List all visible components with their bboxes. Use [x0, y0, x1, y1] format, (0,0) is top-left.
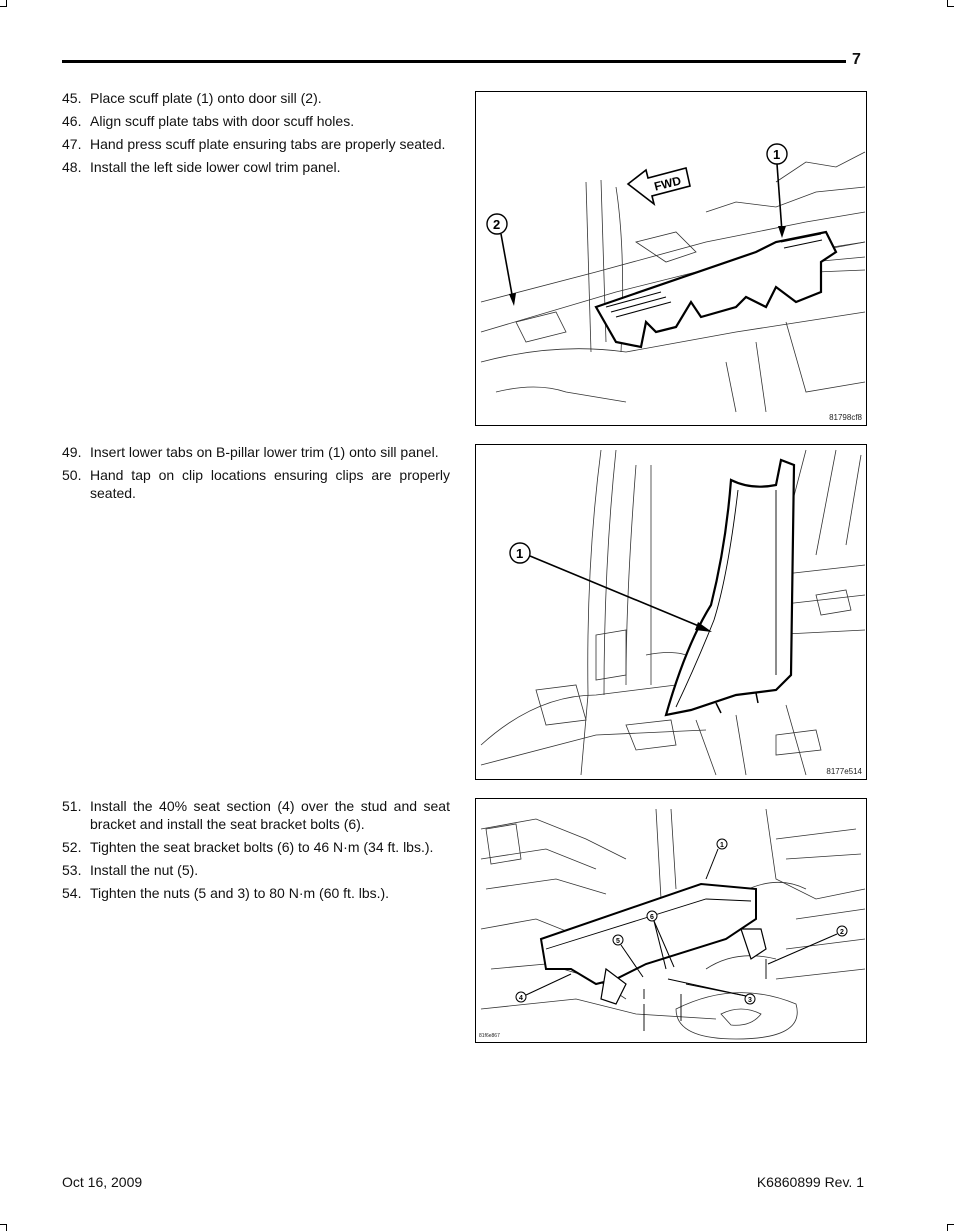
step-text: Hand tap on clip locations ensuring clip… [90, 467, 450, 501]
callout-2-circle [486, 213, 508, 235]
callout-2-label: 2 [840, 929, 844, 936]
step-item: 52. Tighten the seat bracket bolts (6) to… [62, 838, 450, 856]
figure-b-pillar-trim: 1 8177e514 [475, 444, 867, 780]
b-pillar-illustration: 1 [480, 449, 866, 776]
page-number: 7 [852, 51, 861, 68]
step-number: 52. [62, 839, 82, 855]
step-text: Install the 40% seat section (4) over th… [90, 798, 450, 832]
footer-date: Oct 16, 2009 [62, 1174, 143, 1190]
step-number: 50. [62, 467, 82, 483]
callout-6-label: 6 [650, 914, 654, 921]
step-number: 49. [62, 444, 82, 460]
step-number: 47. [62, 136, 82, 152]
step-item: 45. Place scuff plate (1) onto door sill … [62, 89, 450, 107]
step-text: Align scuff plate tabs with door scuff h… [90, 113, 355, 129]
step-number: 51. [62, 798, 82, 814]
step-item: 48. Install the left side lower cowl trim… [62, 158, 450, 176]
step-item: 47. Hand press scuff plate ensuring tabs … [62, 135, 450, 153]
step-item: 46. Align scuff plate tabs with door scuf… [62, 112, 450, 130]
step-text: Insert lower tabs on B-pillar lower trim… [90, 444, 439, 460]
step-number: 46. [62, 113, 82, 129]
step-text: Tighten the nuts (5 and 3) to 80 N·m (60… [90, 885, 390, 901]
scuff-plate-illustration: FWD 1 2 [480, 143, 866, 413]
step-text: Install the left side lower cowl trim pa… [90, 159, 341, 175]
step-text: Hand press scuff plate ensuring tabs are… [90, 136, 446, 152]
step-number: 53. [62, 862, 82, 878]
footer-document-number: K6860899 Rev. 1 [756, 1174, 864, 1190]
step-item: 54. Tighten the nuts (5 and 3) to 80 N·m … [62, 884, 450, 902]
step-list-3: 51. Install the 40% seat section (4) over… [62, 797, 450, 907]
callout-5-label: 5 [616, 938, 620, 945]
figure-id: 8177e514 [826, 767, 862, 776]
callout-1-circle [509, 542, 531, 564]
step-number: 54. [62, 885, 82, 901]
step-item: 49. Insert lower tabs on B-pillar lower t… [62, 443, 450, 461]
seat-section-illustration: 1 2 3 4 5 6 [480, 808, 866, 1040]
figure-scuff-plate: FWD 1 2 81798cf8 [475, 91, 867, 426]
callout-3-label: 3 [748, 997, 752, 1004]
crop-mark-bottom-left [0, 1224, 7, 1231]
crop-mark-top-left [0, 0, 7, 7]
step-item: 53. Install the nut (5). [62, 861, 450, 879]
callout-4-label: 4 [519, 995, 523, 1002]
fwd-arrow-icon [626, 167, 691, 207]
callout-1-label: 1 [773, 147, 780, 162]
callout-1-label: 1 [516, 546, 523, 561]
fwd-label: FWD [653, 173, 683, 193]
crop-mark-bottom-right [947, 1224, 954, 1231]
step-number: 48. [62, 159, 82, 175]
crop-mark-top-right [947, 0, 954, 7]
callout-1-label: 1 [720, 842, 724, 849]
step-number: 45. [62, 90, 82, 106]
step-list-1: 45. Place scuff plate (1) onto door sill … [62, 89, 450, 181]
figure-id: 81798cf8 [829, 413, 862, 422]
header-rule [62, 60, 846, 63]
step-text: Install the nut (5). [90, 862, 199, 878]
step-text: Place scuff plate (1) onto door sill (2)… [90, 90, 322, 106]
step-item: 51. Install the 40% seat section (4) over… [62, 797, 450, 833]
step-item: 50. Hand tap on clip locations ensuring c… [62, 466, 450, 502]
figure-seat-section: 1 2 3 4 5 6 81f6e867 [475, 798, 867, 1043]
step-list-2: 49. Insert lower tabs on B-pillar lower t… [62, 443, 450, 507]
step-text: Tighten the seat bracket bolts (6) to 46… [90, 839, 434, 855]
figure-id: 81f6e867 [479, 1033, 500, 1039]
callout-2-label: 2 [493, 217, 500, 232]
